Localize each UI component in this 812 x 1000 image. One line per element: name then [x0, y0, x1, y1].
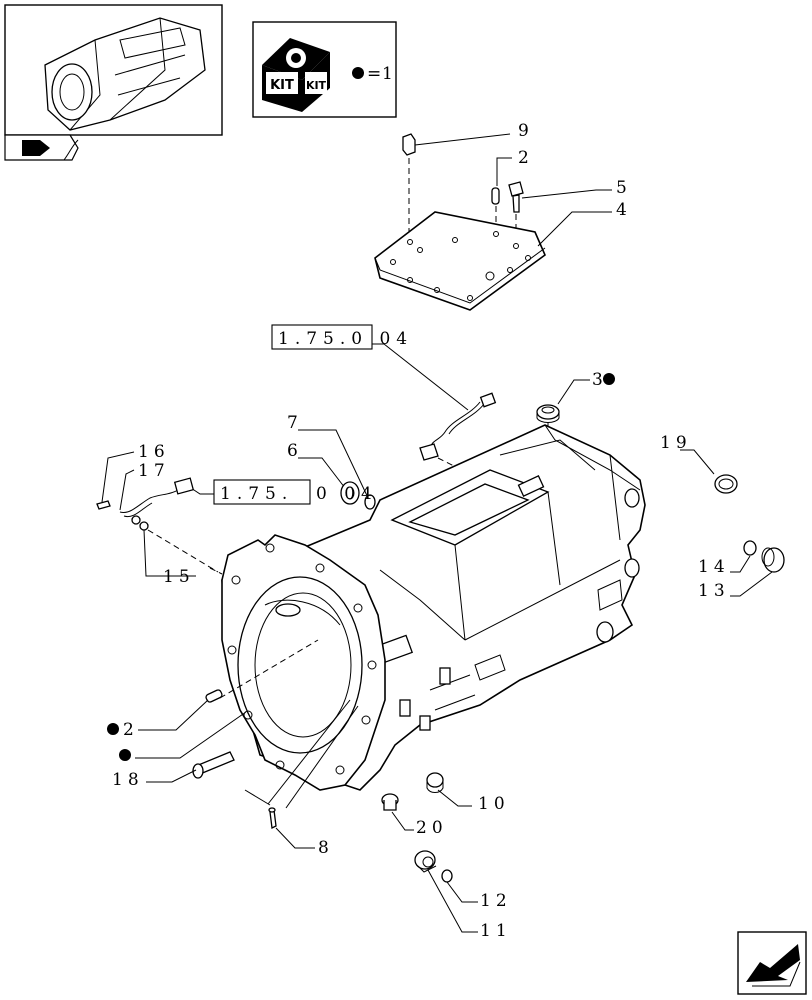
parts-15-16-17: 16 17 15: [96, 442, 219, 587]
reference-link-top[interactable]: 1.75.0 04: [271, 324, 469, 411]
part-10: 10: [426, 772, 510, 814]
transmission-housing: [209, 424, 646, 791]
label-12: 12: [480, 891, 512, 911]
sensor-harness-top: [419, 392, 497, 475]
legend-equals: =: [367, 64, 386, 84]
reference-label-mid-tail: 0 04: [316, 484, 378, 504]
label-19: 19: [660, 433, 692, 453]
part-20: 20: [381, 793, 448, 838]
label-17: 17: [138, 461, 170, 481]
part-3: 3: [536, 370, 615, 438]
kit-box-icon: KIT KIT: [262, 38, 330, 112]
cover-plate-assembly: 9 2 5 4: [374, 121, 632, 311]
label-20: 20: [416, 818, 448, 838]
bullet-icon: [603, 373, 615, 385]
book-arrow-glyph: [22, 140, 50, 156]
bullet-icon: [119, 749, 131, 761]
label-14: 14: [698, 557, 730, 577]
label-16: 16: [138, 442, 170, 462]
bullet-icon: [352, 67, 364, 79]
reference-label-mid: 1.75.: [220, 484, 293, 504]
kit-label-left: KIT: [270, 78, 294, 93]
label-7: 7: [287, 413, 303, 433]
parts-11-12: 12 11: [414, 850, 512, 941]
label-11: 11: [480, 921, 512, 941]
next-page-button[interactable]: [737, 931, 807, 995]
label-5: 5: [616, 178, 632, 198]
part-19: 19: [660, 433, 738, 494]
label-6: 6: [287, 441, 303, 461]
label-9: 9: [518, 121, 534, 141]
part-2b: 2: [107, 689, 223, 740]
label-15: 15: [163, 567, 195, 587]
reference-label-top: 1.75.0 04: [278, 329, 413, 349]
label-4: 4: [616, 200, 632, 220]
label-3: 3: [592, 370, 608, 390]
label-2a: 2: [518, 148, 534, 168]
label-13: 13: [698, 581, 730, 601]
label-10: 10: [478, 794, 510, 814]
part-18: 18: [112, 751, 235, 790]
label-18: 18: [112, 770, 144, 790]
kit-legend: KIT KIT = 1: [252, 21, 398, 118]
thumbnail-panel[interactable]: [4, 4, 223, 161]
bullet-icon: [107, 723, 119, 735]
thumbnail-housing-icon: [44, 17, 206, 131]
label-2b: 2: [123, 720, 139, 740]
label-8: 8: [318, 838, 334, 858]
housing-callout: [119, 711, 247, 761]
kit-label-right: KIT: [306, 79, 327, 92]
parts-13-14: 14 13: [698, 540, 785, 601]
part-8: 8: [244, 699, 359, 858]
reference-link-mid[interactable]: 1.75. 0 04: [187, 479, 378, 505]
parts-6-7: 7 6: [287, 413, 376, 510]
next-page-arrow-icon: [746, 944, 800, 982]
legend-value: 1: [382, 64, 398, 84]
